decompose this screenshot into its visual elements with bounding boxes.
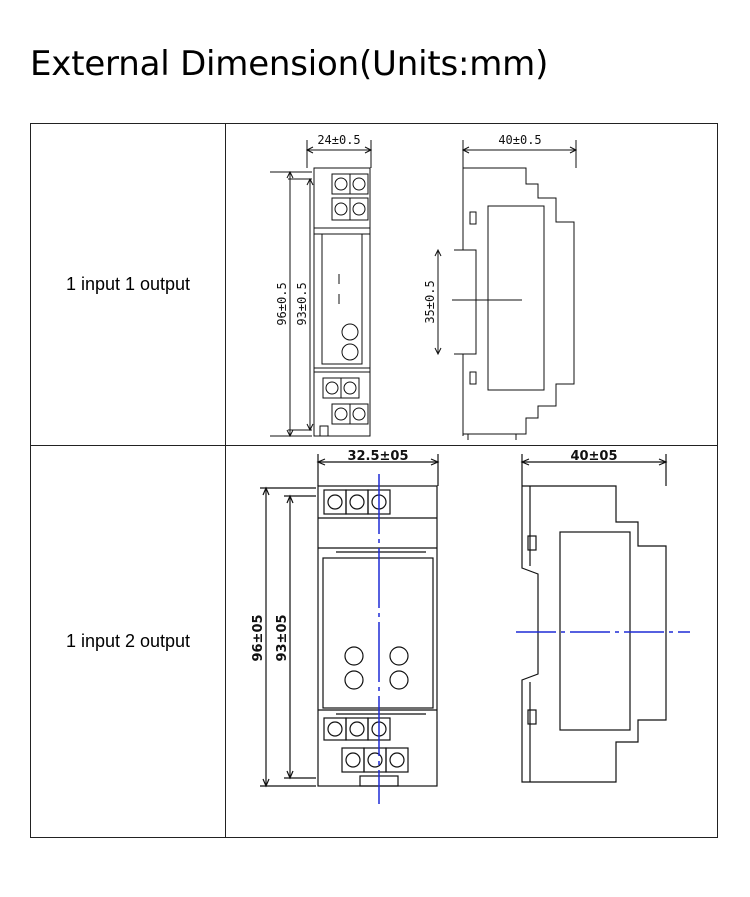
dim-height-inner: 93±0.5 (295, 282, 309, 325)
dim-depth: 40±05 (570, 449, 617, 464)
dim-rail: 35±0.5 (423, 280, 437, 323)
row-label: 1 input 2 output (31, 446, 226, 837)
front-view: 24±0.5 (270, 133, 373, 438)
dim-height-outer: 96±0.5 (275, 282, 289, 325)
dim-depth: 40±0.5 (498, 133, 541, 147)
dimension-table: 1 input 1 output 24±0.5 (30, 123, 718, 838)
table-row: 1 input 2 output 32.5±05 (31, 446, 717, 837)
side-view: 40±05 (516, 449, 690, 783)
drawing-cell: 24±0.5 (226, 124, 717, 445)
row-label: 1 input 1 output (31, 124, 226, 445)
front-view: 32.5±05 (251, 449, 440, 804)
side-view: 40±0.5 35±0.5 (423, 133, 578, 440)
table-row: 1 input 1 output 24±0.5 (31, 124, 717, 446)
dim-width: 32.5±05 (347, 449, 408, 464)
drawing-1-input-1-output: 24±0.5 (270, 133, 578, 440)
dim-width: 24±0.5 (317, 133, 360, 147)
page-title: External Dimension(Units:mm) (30, 44, 549, 84)
row-label-text: 1 input 1 output (65, 274, 191, 294)
row-label-text: 1 input 2 output (65, 631, 191, 651)
dim-height-inner: 93±05 (275, 614, 290, 661)
dim-height-outer: 96±05 (251, 614, 266, 661)
drawing-cell: 32.5±05 (226, 446, 717, 837)
drawing-1-input-2-output: 32.5±05 (251, 449, 690, 804)
